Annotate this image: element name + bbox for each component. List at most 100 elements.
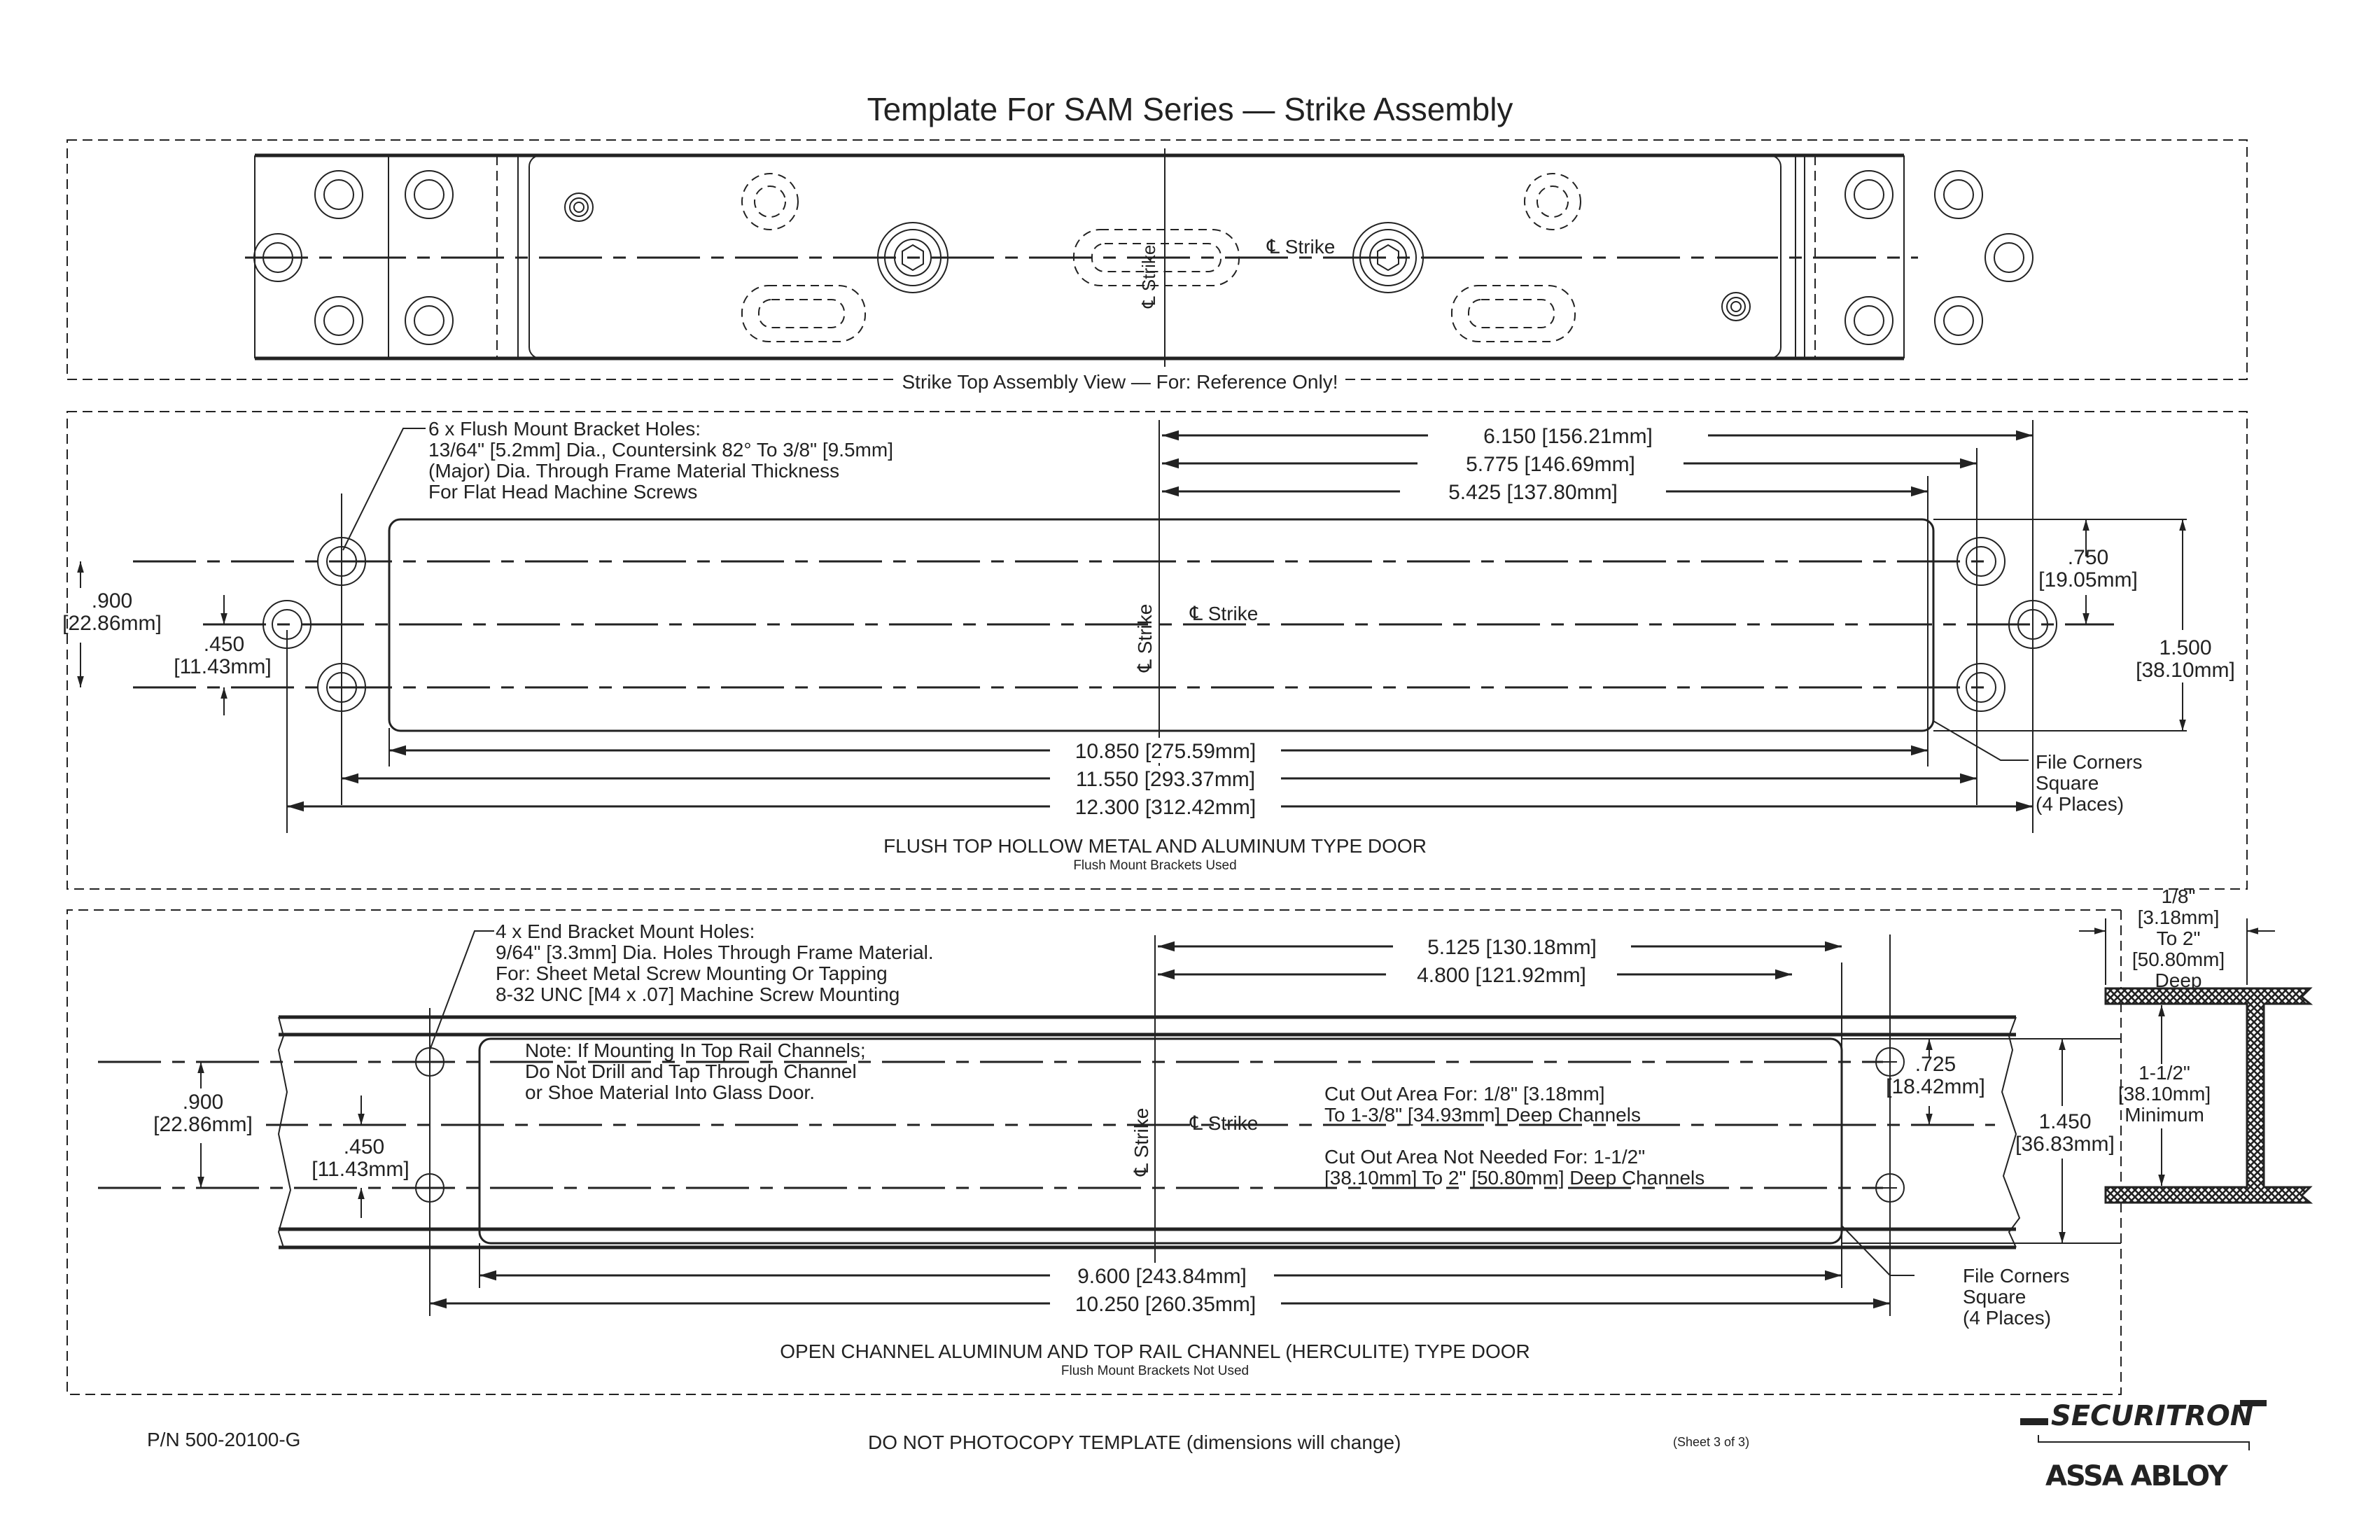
svg-text:[38.10mm] To 2" [50.80mm] Deep: [38.10mm] To 2" [50.80mm] Deep Channels — [1324, 1167, 1704, 1189]
svg-text:Square: Square — [1963, 1286, 2026, 1308]
svg-text:.450: .450 — [344, 1135, 384, 1158]
svg-text:[50.80mm]: [50.80mm] — [2132, 948, 2225, 970]
end-bracket-callout: 4 x End Bracket Mount Holes: 9/64" [3.3m… — [429, 920, 934, 1051]
mounting-note: Note: If Mounting In Top Rail Channels; … — [525, 1040, 866, 1103]
svg-text:File Corners: File Corners — [1963, 1265, 2069, 1287]
svg-text:(Major) Dia. Through Frame Mat: (Major) Dia. Through Frame Material Thic… — [428, 460, 839, 482]
centerline-label: ℄ Strike — [1266, 236, 1335, 258]
channel-right-dimensions: .725 [18.42mm] 1.450 [36.83mm] — [1886, 1039, 2115, 1243]
bracket-holes-left — [253, 170, 454, 345]
svg-text:[3.18mm]: [3.18mm] — [2138, 906, 2220, 928]
section-heading: OPEN CHANNEL ALUMINUM AND TOP RAIL CHANN… — [780, 1340, 1530, 1362]
svg-text:[38.10mm]: [38.10mm] — [2118, 1083, 2211, 1105]
photocopy-warning: DO NOT PHOTOCOPY TEMPLATE (dimensions wi… — [868, 1432, 1401, 1453]
svg-text:.900: .900 — [183, 1091, 223, 1114]
dimension-label: 10.850 [275.59mm] — [1075, 740, 1256, 763]
flush-mount-holes — [262, 537, 2057, 712]
dimension-label: 4.800 [121.92mm] — [1417, 964, 1586, 987]
svg-text:1/8": 1/8" — [2162, 886, 2196, 907]
channel-profile-detail: 1/8" [3.18mm] To 2" [50.80mm] Deep 1-1/2… — [2079, 886, 2314, 1204]
svg-text:For Flat Head Machine Screws: For Flat Head Machine Screws — [428, 481, 697, 503]
svg-text:Square: Square — [2036, 772, 2099, 794]
svg-text:.725: .725 — [1915, 1053, 1956, 1076]
svg-text:To 1-3/8" [34.93mm] Deep Chann: To 1-3/8" [34.93mm] Deep Channels — [1324, 1104, 1641, 1126]
dimension-label: 12.300 [312.42mm] — [1075, 796, 1256, 819]
top-assembly-view: Strike Top Assembly View — For: Referenc… — [66, 139, 2248, 398]
hidden-features — [741, 173, 1581, 342]
svg-text:8-32 UNC [M4 x .07] Machine Sc: 8-32 UNC [M4 x .07] Machine Screw Mounti… — [496, 983, 899, 1005]
svg-text:4 x End Bracket Mount Holes:: 4 x End Bracket Mount Holes: — [496, 920, 755, 942]
dimension-label: 10.250 [260.35mm] — [1075, 1293, 1256, 1316]
channel-left-dimensions: .900 [22.86mm] .450 [11.43mm] — [136, 1062, 410, 1218]
svg-text:Minimum: Minimum — [2124, 1104, 2204, 1126]
svg-text:Cut Out Area For: 1/8" [3.18mm: Cut Out Area For: 1/8" [3.18mm] — [1324, 1083, 1605, 1105]
dimension-label: 5.775 [146.69mm] — [1466, 453, 1635, 476]
bracket-holes-right — [1844, 170, 2033, 345]
svg-text:To 2": To 2" — [2157, 927, 2201, 949]
svg-text:1.450: 1.450 — [2038, 1110, 2091, 1133]
svg-text:[36.83mm]: [36.83mm] — [2015, 1133, 2115, 1156]
flush-top-section: 6 x Flush Mount Bracket Holes: 13/64" [5… — [62, 411, 2248, 890]
hex-screw-icon — [877, 222, 1424, 293]
svg-text:(4 Places): (4 Places) — [2036, 793, 2124, 815]
section-subheading: Flush Mount Brackets Not Used — [1061, 1364, 1249, 1378]
svg-text:1-1/2": 1-1/2" — [2138, 1062, 2190, 1084]
svg-text:File Corners: File Corners — [2036, 751, 2142, 773]
svg-text:[38.10mm]: [38.10mm] — [2136, 659, 2235, 682]
svg-text:13/64" [5.2mm] Dia., Countersi: 13/64" [5.2mm] Dia., Countersink 82° To … — [428, 439, 893, 461]
svg-text:[11.43mm]: [11.43mm] — [174, 655, 272, 678]
flush-right-dimensions: .750 [19.05mm] 1.500 [38.10mm] — [2038, 519, 2235, 731]
svg-text:Do Not Drill and Tap Through C: Do Not Drill and Tap Through Channel — [525, 1060, 857, 1082]
file-corners-callout: File Corners Square (4 Places) — [1933, 720, 2142, 815]
svg-text:.750: .750 — [2068, 546, 2108, 569]
svg-text:For: Sheet Metal Screw Mountin: For: Sheet Metal Screw Mounting Or Tappi… — [496, 962, 888, 984]
svg-text:or Shoe Material Into Glass Do: or Shoe Material Into Glass Door. — [525, 1082, 815, 1103]
page-title: Template For SAM Series — Strike Assembl… — [867, 91, 1513, 127]
flush-section-frame — [66, 411, 2248, 890]
open-channel-section: 4 x End Bracket Mount Holes: 9/64" [3.3m… — [66, 909, 2122, 1395]
part-number: P/N 500-20100-G — [147, 1429, 300, 1450]
flush-bracket-callout: 6 x Flush Mount Bracket Holes: 13/64" [5… — [342, 418, 893, 551]
flush-top-dimensions: 6.150 [156.21mm] 5.775 [146.69mm] 5.425 … — [1162, 423, 2033, 504]
top-view-frame — [66, 139, 2248, 380]
svg-text:9/64" [3.3mm] Dia. Holes Throu: 9/64" [3.3mm] Dia. Holes Through Frame M… — [496, 941, 934, 963]
sheet-number: (Sheet 3 of 3) — [1673, 1435, 1749, 1449]
dimension-label: 6.150 [156.21mm] — [1483, 425, 1653, 448]
svg-text:[11.43mm]: [11.43mm] — [312, 1158, 410, 1181]
centerline-label: ℄ Strike — [1189, 1112, 1258, 1134]
svg-text:6 x Flush Mount Bracket Holes:: 6 x Flush Mount Bracket Holes: — [428, 418, 701, 440]
securitron-logo: SECURITRON — [2020, 1400, 2267, 1450]
section-heading: FLUSH TOP HOLLOW METAL AND ALUMINUM TYPE… — [883, 835, 1427, 857]
dimension-label: 5.125 [130.18mm] — [1427, 936, 1597, 959]
svg-text:[19.05mm]: [19.05mm] — [2038, 568, 2138, 592]
svg-text:Cut Out Area Not Needed For: 1: Cut Out Area Not Needed For: 1-1/2" — [1324, 1146, 1645, 1168]
cutout-note: Cut Out Area For: 1/8" [3.18mm] To 1-3/8… — [1324, 1083, 1704, 1189]
channel-bottom-dimensions: 9.600 [243.84mm] 10.250 [260.35mm] — [430, 1263, 1890, 1316]
svg-text:SECURITRON: SECURITRON — [2051, 1400, 2253, 1432]
centerline-label-vertical: ℄ Strike — [1138, 245, 1159, 309]
dimension-label: 11.550 [293.37mm] — [1076, 768, 1255, 791]
svg-text:[22.86mm]: [22.86mm] — [153, 1113, 253, 1136]
svg-text:1.500: 1.500 — [2159, 636, 2211, 659]
top-view-caption: Strike Top Assembly View — For: Referenc… — [902, 371, 1338, 393]
dimension-label: 9.600 [243.84mm] — [1077, 1265, 1247, 1288]
set-screw-icon — [564, 192, 1751, 321]
svg-text:.900: .900 — [92, 589, 132, 612]
flush-bottom-dimensions: 10.850 [275.59mm] 11.550 [293.37mm] 12.3… — [287, 738, 2033, 819]
channel-cross-section — [2104, 987, 2314, 1204]
centerline-label-vertical: ℄ Strike — [1130, 1108, 1152, 1177]
file-corners-callout: File Corners Square (4 Places) — [1842, 1226, 2069, 1329]
svg-text:.450: .450 — [204, 633, 244, 656]
svg-text:[22.86mm]: [22.86mm] — [62, 612, 162, 635]
section-subheading: Flush Mount Brackets Used — [1073, 858, 1236, 873]
footer: P/N 500-20100-G DO NOT PHOTOCOPY TEMPLAT… — [147, 1400, 2267, 1492]
svg-text:(4 Places): (4 Places) — [1963, 1307, 2051, 1329]
svg-text:Note: If Mounting In Top Rail: Note: If Mounting In Top Rail Channels; — [525, 1040, 866, 1061]
strike-plate — [528, 155, 1782, 359]
svg-text:[18.42mm]: [18.42mm] — [1886, 1075, 1985, 1098]
end-bracket-holes — [415, 1047, 1905, 1203]
assa-abloy-logo: ASSA ABLOY — [2045, 1460, 2229, 1492]
centerline-label-vertical: ℄ Strike — [1134, 604, 1156, 673]
dimension-label: 5.425 [137.80mm] — [1448, 481, 1618, 504]
